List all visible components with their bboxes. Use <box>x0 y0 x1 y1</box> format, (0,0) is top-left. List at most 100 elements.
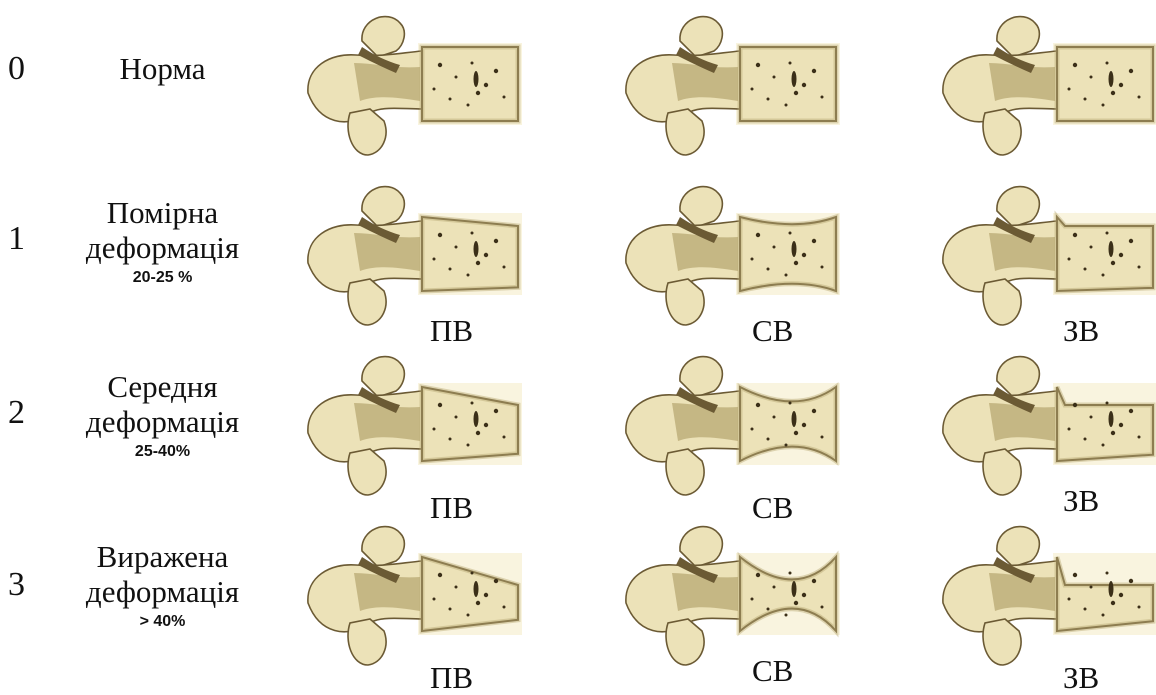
grade-number-1: 1 <box>8 222 25 256</box>
bone-pore <box>467 104 470 107</box>
bone-pore <box>767 98 770 101</box>
vascular-foramen <box>474 241 479 257</box>
bone-pore <box>789 232 792 235</box>
bone-pore <box>1068 428 1071 431</box>
bone-pore <box>1106 402 1109 405</box>
bone-pore <box>1106 62 1109 65</box>
view-tag-crush: ЗВ <box>1063 485 1099 516</box>
bone-pore <box>471 62 474 65</box>
inferior-process <box>348 109 386 155</box>
bone-pore <box>785 274 788 277</box>
bone-pore <box>1090 76 1093 79</box>
bone-pore <box>433 88 436 91</box>
superior-process <box>680 187 722 227</box>
grade-percent: > 40% <box>50 613 275 631</box>
bone-pore <box>494 239 498 243</box>
grade-title-line1: Помірна <box>107 195 218 230</box>
bone-pore <box>802 423 806 427</box>
bone-pore <box>812 239 816 243</box>
bone-pore <box>821 266 824 269</box>
bone-pore <box>812 409 816 413</box>
bone-pore <box>1119 593 1123 597</box>
superior-process <box>680 527 722 567</box>
bone-pore <box>494 409 498 413</box>
vascular-foramen <box>1109 241 1114 257</box>
bone-pore <box>471 402 474 405</box>
bone-pore <box>494 69 498 73</box>
inferior-process <box>666 619 704 665</box>
vertebral-body <box>740 47 836 121</box>
vertebra-normal-icon <box>300 5 535 165</box>
inferior-process <box>983 449 1021 495</box>
bone-pore <box>467 614 470 617</box>
bone-pore <box>455 416 458 419</box>
bone-pore <box>1111 91 1115 95</box>
vertebra-biconcave-icon <box>618 175 853 335</box>
bone-pore <box>802 593 806 597</box>
inferior-process <box>983 619 1021 665</box>
bone-pore <box>794 431 798 435</box>
vascular-foramen <box>474 71 479 87</box>
bone-pore <box>1084 608 1087 611</box>
bone-pore <box>1073 403 1077 407</box>
view-tag-biconcave: СВ <box>752 492 793 523</box>
bone-pore <box>471 572 474 575</box>
superior-process <box>362 357 404 397</box>
bone-pore <box>1102 274 1105 277</box>
bone-pore <box>1102 614 1105 617</box>
grade-percent: 25-40% <box>50 443 275 461</box>
bone-pore <box>455 76 458 79</box>
bone-pore <box>1138 96 1141 99</box>
bone-pore <box>821 436 824 439</box>
grade-number-0: 0 <box>8 52 25 86</box>
inferior-process <box>666 109 704 155</box>
bone-pore <box>484 423 488 427</box>
bone-pore <box>1073 63 1077 67</box>
bone-pore <box>503 606 506 609</box>
vascular-foramen <box>792 71 797 87</box>
inferior-process <box>983 279 1021 325</box>
view-tag-crush: ЗВ <box>1063 315 1099 346</box>
bone-pore <box>1090 586 1093 589</box>
bone-pore <box>751 598 754 601</box>
bone-pore <box>1090 246 1093 249</box>
bone-pore <box>449 608 452 611</box>
vertebra-normal-icon <box>618 5 853 165</box>
bone-pore <box>1138 606 1141 609</box>
bone-pore <box>1129 579 1133 583</box>
vertebra-normal-icon <box>935 5 1156 165</box>
grade-title-line1: Норма <box>119 51 205 86</box>
bone-pore <box>455 586 458 589</box>
bone-pore <box>767 438 770 441</box>
bone-pore <box>471 232 474 235</box>
bone-pore <box>1102 104 1105 107</box>
bone-pore <box>751 88 754 91</box>
bone-pore <box>773 246 776 249</box>
bone-pore <box>467 444 470 447</box>
bone-pore <box>794 91 798 95</box>
vascular-foramen <box>474 581 479 597</box>
bone-pore <box>467 274 470 277</box>
bone-pore <box>484 83 488 87</box>
bone-pore <box>751 258 754 261</box>
view-tag-wedge: ПВ <box>430 662 473 693</box>
bone-pore <box>433 258 436 261</box>
grade-title-line2: деформація <box>86 574 239 609</box>
bone-pore <box>503 266 506 269</box>
bone-pore <box>756 233 760 237</box>
bone-pore <box>1084 98 1087 101</box>
bone-pore <box>794 261 798 265</box>
bone-pore <box>438 573 442 577</box>
bone-pore <box>449 438 452 441</box>
superior-process <box>680 17 722 57</box>
vascular-foramen <box>792 411 797 427</box>
bone-pore <box>802 83 806 87</box>
bone-pore <box>785 104 788 107</box>
bone-pore <box>773 416 776 419</box>
inferior-process <box>666 449 704 495</box>
bone-pore <box>476 261 480 265</box>
view-tag-wedge: ПВ <box>430 492 473 523</box>
vascular-foramen <box>474 411 479 427</box>
bone-pore <box>1068 598 1071 601</box>
bone-pore <box>433 598 436 601</box>
